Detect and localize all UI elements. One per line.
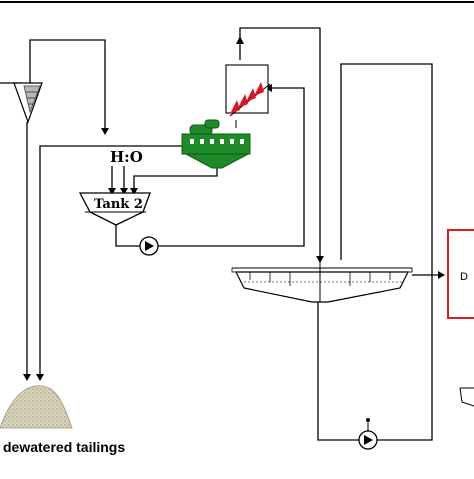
spiral-classifier-icon	[225, 64, 271, 128]
arrow-into-screen	[101, 128, 109, 135]
tank-2: Tank 2	[78, 192, 151, 226]
recycle-line	[340, 63, 433, 441]
arrow-into-box	[438, 271, 445, 279]
tailings-label: dewatered tailings	[3, 439, 125, 455]
screen-oversize-line	[39, 145, 190, 374]
arrow-water-1	[108, 188, 116, 195]
arrow-tailings-2	[36, 374, 44, 381]
flow-lines	[0, 27, 440, 441]
partial-vessel	[459, 387, 474, 407]
water-label: H:O	[110, 148, 143, 166]
arrow-screen-tank	[130, 188, 138, 195]
screen-underflow-line	[133, 168, 218, 190]
pump-icon	[139, 236, 159, 256]
pump-to-spiral-line	[157, 87, 305, 247]
red-box: D	[447, 229, 474, 319]
arrow-water-2	[120, 188, 128, 195]
thickener-icon	[231, 262, 413, 303]
arrow-tailings-1	[23, 374, 31, 381]
cyclone-icon	[13, 82, 43, 124]
arrowheads	[23, 36, 445, 381]
red-box-label: D	[460, 271, 468, 283]
pump-icon	[358, 418, 378, 450]
tank-label: Tank 2	[94, 197, 143, 212]
tank-discharge-line	[115, 225, 140, 247]
spiral-overflow-line	[239, 27, 321, 262]
thickener-underflow-line	[317, 298, 360, 441]
dewatering-screen-icon	[181, 119, 251, 169]
arrow-into-thickener	[316, 256, 324, 263]
tailings-pile-icon	[0, 385, 73, 429]
arrow-spiral-up	[236, 36, 244, 44]
cyclone-overflow-line	[29, 39, 106, 128]
